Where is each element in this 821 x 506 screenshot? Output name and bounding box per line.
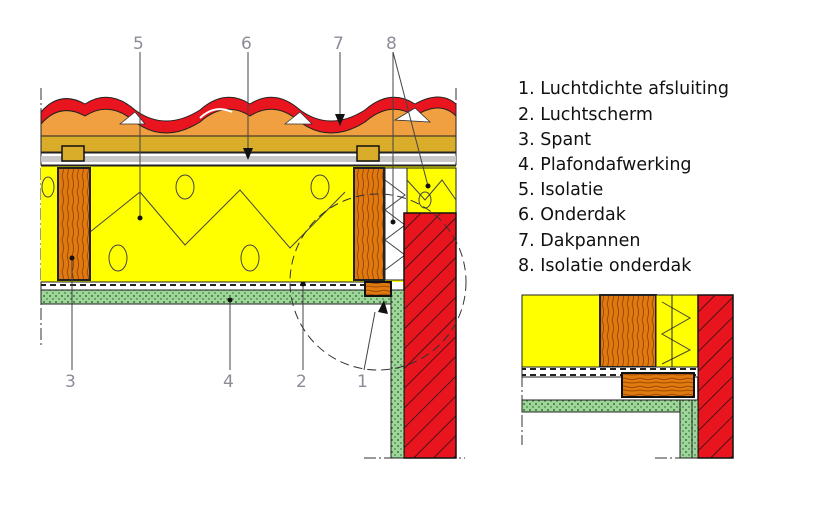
rafter-right [353,167,385,281]
inset-brick [697,294,734,459]
plaster-wall [390,289,405,459]
ceiling-plaster [40,289,398,305]
detail-circle [289,193,467,371]
airtight-batten [364,281,392,297]
zoom-inset [521,294,734,459]
legend-item-2: 2. Luchtscherm [518,105,653,125]
legend: 1. Luchtdichte afsluiting 2. Luchtscherm… [518,79,729,276]
legend-item-4: 4. Plafondafwerking [518,155,692,175]
legend-item-1: 1. Luchtdichte afsluiting [518,79,729,99]
callout-4: 4 [223,372,234,392]
legend-item-5: 5. Isolatie [518,180,603,200]
callout-8: 8 [386,34,397,54]
callout-6: 6 [241,34,252,54]
ceiling-strip [40,281,392,291]
legend-item-3: 3. Spant [518,130,591,150]
leader-lines [71,51,429,371]
inset-rafter [599,294,657,368]
callout-7: 7 [333,34,344,54]
callout-3: 3 [65,372,76,392]
legend-item-6: 6. Onderdak [518,205,627,225]
inset-airtight-batten [621,372,695,398]
legend-item-7: 7. Dakpannen [518,231,640,251]
callout-1: 1 [357,372,368,392]
callout-2: 2 [296,372,307,392]
callout-5: 5 [133,34,144,54]
legend-item-8: 8. Isolatie onderdak [518,256,692,276]
rafter-left [57,167,91,281]
insulation-zigzag [41,174,346,272]
leader-arrows [69,114,431,314]
